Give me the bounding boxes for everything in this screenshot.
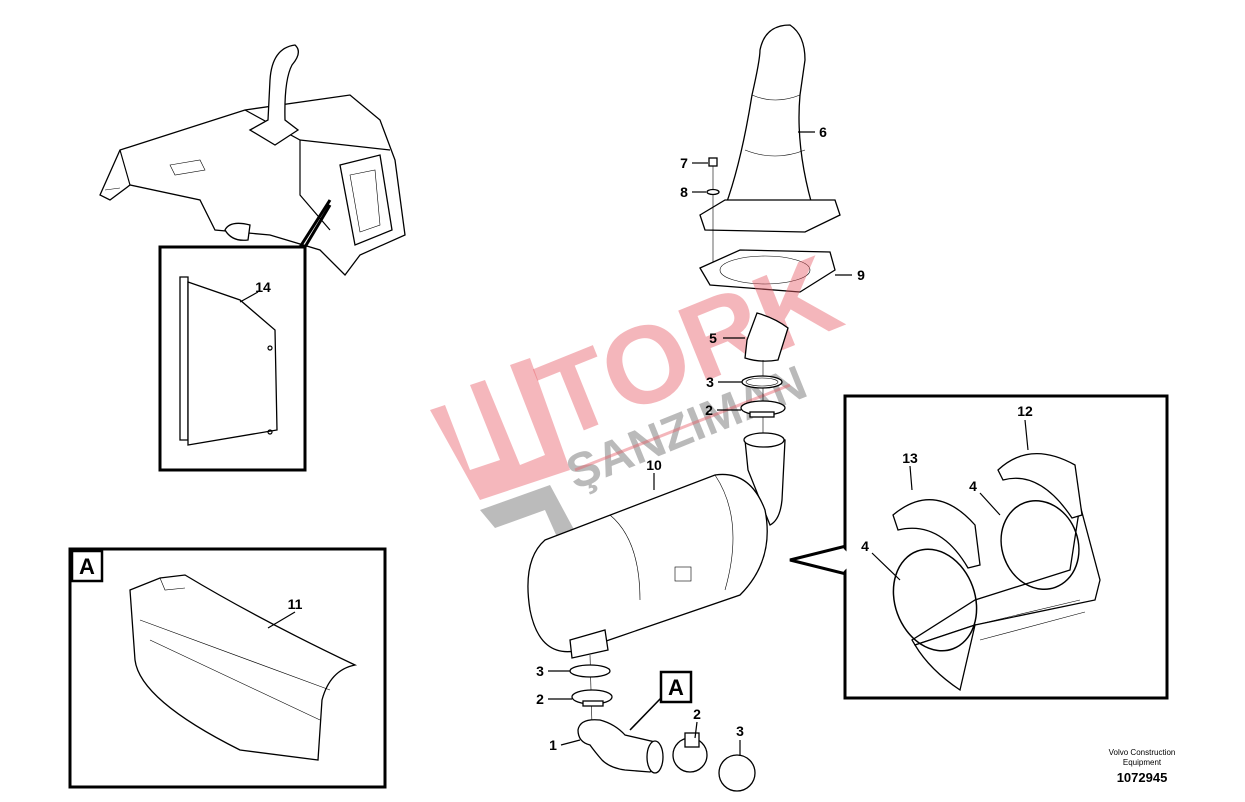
clamp-2-right [672,721,708,773]
ring-3-top [718,375,783,389]
callout-2-top: 2 [705,402,713,418]
callout-6: 6 [819,124,827,140]
callout-1: 1 [549,737,557,753]
callout-3-top: 3 [706,374,714,390]
callout-11: 11 [288,596,303,612]
muffler-10 [527,432,786,659]
gasket-9 [699,249,852,293]
callout-2-bottom: 2 [536,691,544,707]
cover-11 [129,574,358,761]
callout-7: 7 [680,155,688,171]
callout-8: 8 [680,184,688,200]
callout-3-bottom: 3 [536,663,544,679]
view-a-pointer-label: A [668,675,684,700]
bolt-7 [692,157,718,270]
callout-9: 9 [857,267,865,283]
callout-4-a: 4 [969,478,977,494]
callout-10: 10 [646,457,662,473]
clamp-2-top [717,400,786,418]
view-a-label: A [79,554,95,579]
detail-box-mounting [843,394,1169,700]
cover-plate-14 [179,276,278,446]
callout-2-right: 2 [693,706,701,722]
drawing-footer: Volvo Construction Equipment 1072945 [1082,748,1202,786]
view-a-label-box [70,549,104,583]
pipe-1 [560,719,664,774]
view-a-pointer-box [659,670,693,704]
bracket-assembly [871,419,1101,692]
exhaust-pipe-6 [699,24,841,233]
callout-3-right: 3 [736,723,744,739]
callout-12: 12 [1017,403,1033,419]
ring-3-bottom [548,664,611,678]
machine-overview [99,44,406,276]
callout-13: 13 [902,450,918,466]
callout-14: 14 [255,279,271,295]
callout-4-b: 4 [861,538,869,554]
drawing-number: 1072945 [1116,770,1168,785]
clamp-2-bottom [548,689,613,707]
washer-8 [692,188,720,196]
elbow-5 [723,312,789,362]
callout-5: 5 [709,330,717,346]
maker-line-2: Equipment [1122,758,1162,767]
ring-3-right [718,740,756,792]
maker-line-1: Volvo Construction [1108,748,1176,757]
